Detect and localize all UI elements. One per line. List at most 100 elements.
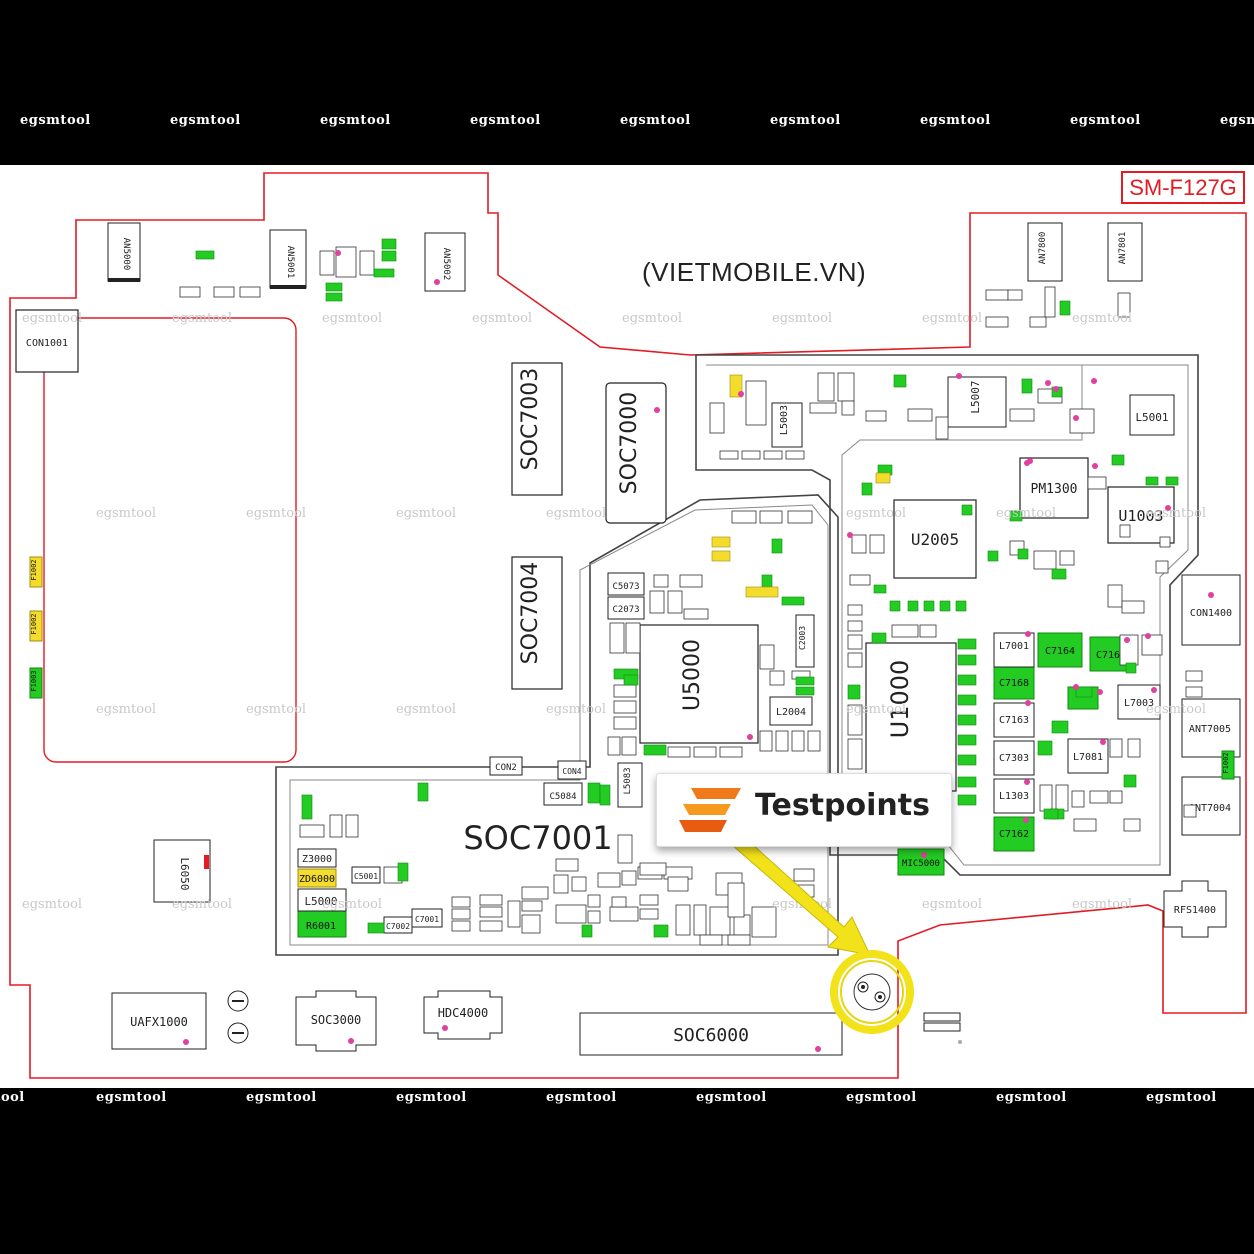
svg-text:Z3000: Z3000 (302, 854, 332, 865)
watermark-row-top: egsmtool egsmtool egsmtool egsmtool egsm… (0, 113, 1254, 133)
svg-text:SOC3000: SOC3000 (311, 1013, 362, 1027)
watermark: egsmtool (396, 506, 457, 521)
svg-text:C2073: C2073 (612, 605, 639, 615)
svg-text:C2003: C2003 (798, 626, 807, 650)
svg-text:L5000: L5000 (304, 895, 337, 908)
component-soc7000-box (605, 382, 667, 524)
watermark: egsmtool (1072, 311, 1133, 326)
svg-text:C7164: C7164 (1096, 650, 1126, 661)
svg-text:UAFX1000: UAFX1000 (130, 1015, 188, 1029)
svg-text:F1002: F1002 (30, 613, 38, 634)
watermark: egsmtool (772, 897, 833, 912)
svg-text:L7081: L7081 (1073, 752, 1103, 763)
watermark: egsmtool (546, 506, 607, 521)
svg-text:CON1400: CON1400 (1190, 608, 1232, 619)
watermark: egsmtool (1146, 702, 1207, 717)
watermark: egsmtool (22, 311, 83, 326)
svg-text:AN5001: AN5001 (285, 246, 295, 279)
watermark: egsmtool (1072, 897, 1133, 912)
watermark: egsmtool (96, 506, 157, 521)
label-u1000: U1000 (886, 660, 914, 739)
svg-text:L7003: L7003 (1124, 698, 1154, 709)
watermark: egsmtool (22, 897, 83, 912)
svg-text:L7001: L7001 (999, 641, 1029, 652)
component-u5000-box (639, 624, 759, 744)
svg-text:SOC6000: SOC6000 (673, 1025, 749, 1046)
svg-text:L2004: L2004 (776, 707, 806, 718)
watermark: egsmtool (1146, 1090, 1217, 1105)
watermark: egsmtool (1220, 113, 1254, 128)
component-soc7004-box (511, 556, 563, 690)
svg-text:C5001: C5001 (354, 872, 378, 881)
svg-text:MIC5000: MIC5000 (902, 859, 940, 869)
watermark: egsmtool (1070, 113, 1141, 128)
svg-text:C7002: C7002 (386, 922, 410, 931)
svg-text:AN5000: AN5000 (121, 238, 131, 271)
svg-text:C7303: C7303 (999, 753, 1029, 764)
svg-text:AN5002: AN5002 (441, 248, 451, 281)
svg-text:C5084: C5084 (549, 792, 576, 802)
watermark: egsmtool (772, 311, 833, 326)
label-u2005: U2005 (911, 530, 959, 549)
svg-text:L6050: L6050 (178, 857, 191, 890)
svg-text:C7162: C7162 (999, 829, 1029, 840)
watermark: egsmtool (322, 311, 383, 326)
svg-text:F1002: F1002 (30, 559, 38, 580)
watermark: egsmtool (622, 311, 683, 326)
watermark: egsmtool (396, 1090, 467, 1105)
watermark: egsmtool (996, 1090, 1067, 1105)
watermark: egsmtool (996, 506, 1057, 521)
svg-text:ANT7004: ANT7004 (1189, 803, 1231, 814)
component-soc7003-box (511, 362, 563, 496)
watermark: egsmtool (620, 113, 691, 128)
watermark: egsmtool (770, 113, 841, 128)
testpoints-callout: Testpoints (656, 773, 952, 847)
svg-text:C5073: C5073 (612, 582, 639, 592)
svg-text:C7163: C7163 (999, 715, 1029, 726)
watermark: egsmtool (246, 702, 307, 717)
watermark: egsmtool (922, 311, 983, 326)
watermark: egsmtool (322, 897, 383, 912)
component-con1001-box (15, 309, 79, 373)
brand-title: (VIETMOBILE.VN) (642, 257, 867, 287)
model-badge: SM-F127G (1121, 171, 1245, 204)
watermark: egsmtool (96, 1090, 167, 1105)
svg-text:R6001: R6001 (306, 921, 336, 932)
label-soc7003: SOC7003 (518, 368, 543, 471)
svg-text:L5083: L5083 (623, 767, 633, 794)
svg-text:AN7801: AN7801 (1118, 232, 1128, 265)
label-u5000: U5000 (680, 639, 705, 711)
watermark: egsmtool (246, 506, 307, 521)
watermark: egsmtool (396, 702, 457, 717)
svg-text:CON1001: CON1001 (26, 338, 68, 349)
label-soc7004: SOC7004 (518, 562, 543, 665)
svg-text:L1303: L1303 (999, 791, 1029, 802)
svg-text:L5007: L5007 (969, 380, 982, 413)
watermark: egsmtool (846, 506, 907, 521)
watermark: egsmtool (696, 1090, 767, 1105)
watermark: egsmtool (246, 1090, 317, 1105)
component-u1003-box (1107, 486, 1175, 544)
watermark: egsmtool (546, 1090, 617, 1105)
watermark: egsmtool (20, 113, 91, 128)
watermark: egsmtool (846, 1090, 917, 1105)
watermark: egsmtool (546, 702, 607, 717)
component-pm1300-box (1019, 457, 1089, 519)
watermark: egsmtool (0, 1090, 25, 1105)
svg-text:L5001: L5001 (1135, 411, 1168, 424)
watermark-row-bottom: egsmtool egsmtool egsmtool egsmtool egsm… (0, 1090, 1254, 1110)
watermark: egsmtool (920, 113, 991, 128)
watermark: egsmtool (172, 897, 233, 912)
testpoints-logo-icon (679, 788, 741, 832)
svg-text:CON4: CON4 (562, 767, 581, 776)
pcb-diagram: SOC7003 SOC7000 SOC7004 SOC7001 U5000 U1… (0, 165, 1254, 1088)
svg-text:L5003: L5003 (779, 405, 790, 435)
svg-text:AN7800: AN7800 (1038, 232, 1048, 265)
svg-text:HDC4000: HDC4000 (438, 1006, 489, 1020)
svg-text:F1002: F1002 (1222, 752, 1230, 773)
svg-text:F1003: F1003 (30, 670, 38, 691)
label-u1003: U1003 (1118, 507, 1163, 525)
watermark: egsmtool (470, 113, 541, 128)
svg-text:CON2: CON2 (495, 763, 517, 773)
svg-text:C7164: C7164 (1045, 646, 1075, 657)
